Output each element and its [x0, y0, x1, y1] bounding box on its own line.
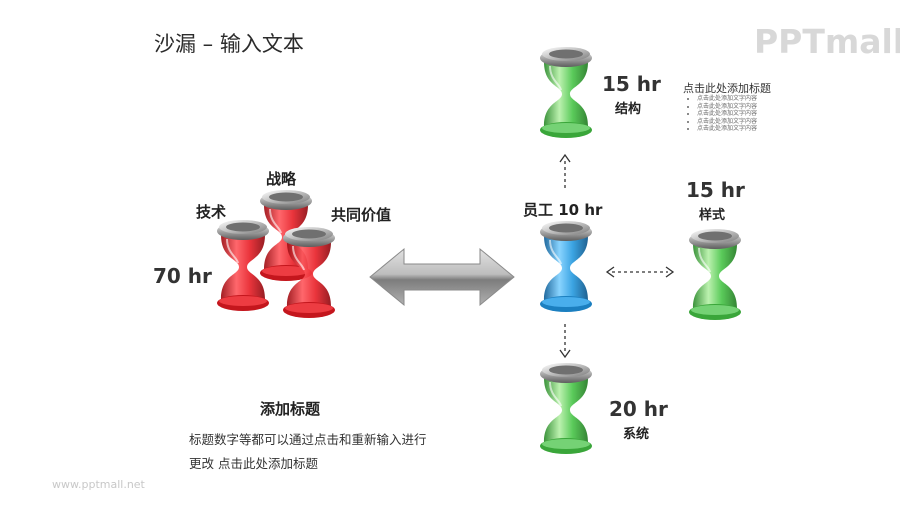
list-item: 点击此处添加文字内容 — [697, 95, 757, 103]
hourglass-icon — [278, 222, 340, 322]
hourglass-icon — [535, 358, 597, 458]
hourglass-icon — [535, 216, 597, 316]
bottom-label: 系统 — [623, 427, 650, 442]
add-body: 标题数字等都可以通过点击和重新输入进行更改 点击此处添加标题 — [189, 432, 427, 471]
connector-horizontal-arrow — [605, 266, 675, 278]
label-shared-values: 共同价值 — [331, 206, 392, 224]
top-hours: 15 hr — [602, 72, 661, 96]
right-label: 样式 — [699, 208, 726, 223]
top-label: 结构 — [615, 102, 642, 117]
hourglass-icon — [212, 215, 274, 315]
double-arrow-icon — [369, 247, 515, 307]
hourglass-icon — [535, 42, 597, 142]
note-list: 点击此处添加文字内容 点击此处添加文字内容 点击此处添加文字内容 点击此处添加文… — [687, 95, 757, 133]
label-strategy: 战略 — [266, 170, 297, 188]
footer-url: www.pptmall.net — [52, 478, 145, 491]
right-hours: 15 hr — [686, 178, 745, 202]
list-item: 点击此处添加文字内容 — [697, 118, 757, 126]
pptmall-logo: PPTmall — [754, 22, 900, 61]
add-title: 添加标题 — [260, 400, 321, 418]
label-tech: 技术 — [196, 203, 227, 221]
list-item: 点击此处添加文字内容 — [697, 110, 757, 118]
left-hours: 70 hr — [153, 264, 212, 288]
page-title: 沙漏 – 输入文本 — [154, 32, 304, 56]
center-label: 员工 10 hr — [523, 201, 603, 219]
list-item: 点击此处添加文字内容 — [697, 103, 757, 111]
hourglass-icon — [684, 224, 746, 324]
note-title: 点击此处添加标题 — [683, 82, 771, 95]
list-item: 点击此处添加文字内容 — [697, 125, 757, 133]
connector-down-arrow — [559, 324, 571, 359]
connector-up-arrow — [559, 153, 571, 188]
bottom-hours: 20 hr — [609, 397, 668, 421]
